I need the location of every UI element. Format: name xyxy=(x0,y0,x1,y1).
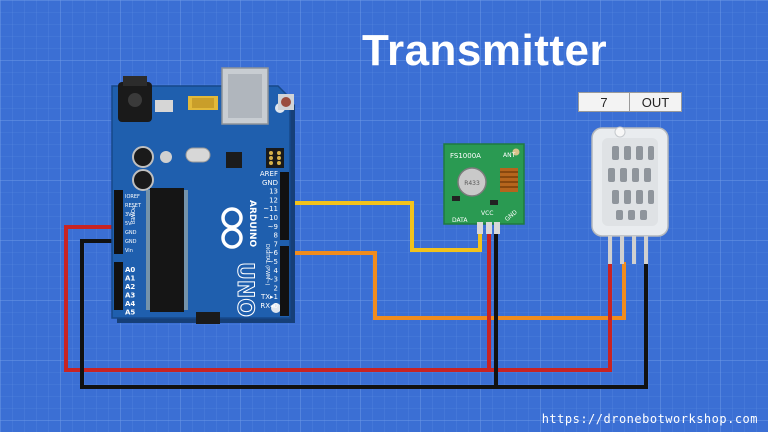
usb-port xyxy=(221,67,269,125)
pin-label: A2 xyxy=(125,283,135,291)
pin-label: 12 xyxy=(269,196,278,204)
pin-label: ~9 xyxy=(268,223,278,231)
pin-label: 2 xyxy=(274,284,278,292)
icsp-header xyxy=(266,148,284,168)
power-header-label: POWER xyxy=(129,206,135,225)
red-power-wire xyxy=(64,225,612,372)
arduino-logo xyxy=(221,207,243,249)
pin-label: RX◂0 xyxy=(260,302,278,310)
pin-label: GND xyxy=(125,230,137,236)
pin-label: 13 xyxy=(269,188,278,196)
pin-label: ~11 xyxy=(263,205,278,213)
module-model-label: FS1000A xyxy=(450,152,481,160)
ant-label: ANT xyxy=(503,152,516,159)
pin-label: RESET xyxy=(125,203,142,209)
pin-label: GND xyxy=(262,179,278,187)
pin-label: A1 xyxy=(125,275,135,283)
fs1000a-transmitter: R433 FS1000A ANT DATA VCC GND xyxy=(443,143,525,234)
orange-signal-wire xyxy=(290,251,626,320)
reset-button xyxy=(278,94,294,110)
diagram-title: Transmitter xyxy=(362,26,608,75)
power-pin-labels: IOREF RESET 3V3 5V GND GND Vin xyxy=(125,194,142,254)
wires xyxy=(64,201,648,389)
digital-header-label: DIGITAL (PWM~) xyxy=(264,244,270,286)
website-watermark: https://dronebotworkshop.com xyxy=(541,412,758,426)
atmega-chip xyxy=(146,188,188,312)
capacitors xyxy=(132,146,172,191)
pin-label: ~6 xyxy=(268,249,279,257)
pin-label: TX▸1 xyxy=(260,293,278,301)
pin-label: Vin xyxy=(125,248,133,254)
antenna-coil xyxy=(500,168,518,192)
pin-label: A4 xyxy=(125,300,135,308)
black-ground-wire xyxy=(80,239,648,389)
sensor-pin-table: 7 OUT xyxy=(578,92,682,112)
pin-label: ~10 xyxy=(263,214,278,222)
yellow-data-wire xyxy=(290,201,482,252)
vcc-pin-label: VCC xyxy=(481,210,493,217)
arduino-uno-board: ARDUINO UNO DIGITAL (PWM~) POWER IOREF RE… xyxy=(111,67,295,324)
arduino-pin-cell: 7 xyxy=(579,93,630,111)
pin-label: ~3 xyxy=(268,276,278,284)
pin-label: A0 xyxy=(125,266,135,274)
arduino-model-text: UNO xyxy=(232,262,257,317)
arduino-brand-text: ARDUINO xyxy=(247,200,257,248)
pin-label: 3V3 xyxy=(125,212,135,218)
pin-label: IOREF xyxy=(125,194,140,200)
data-pin-label: DATA xyxy=(452,217,468,224)
pin-label: 4 xyxy=(274,267,279,275)
barrel-jack xyxy=(118,76,152,122)
pin-label: AREF xyxy=(260,170,278,178)
sensor-pin-cell: OUT xyxy=(641,94,670,110)
crystal-marking: R433 xyxy=(464,180,480,187)
pin-label: A5 xyxy=(125,309,135,317)
pin-label: 5V xyxy=(125,221,132,227)
dht22-sensor xyxy=(591,126,669,264)
pin-label: 8 xyxy=(274,232,278,240)
pin-label: 7 xyxy=(274,240,278,248)
pin-label: A3 xyxy=(125,292,135,300)
pin-label: GND xyxy=(125,239,137,245)
pin-label: ~5 xyxy=(268,258,278,266)
